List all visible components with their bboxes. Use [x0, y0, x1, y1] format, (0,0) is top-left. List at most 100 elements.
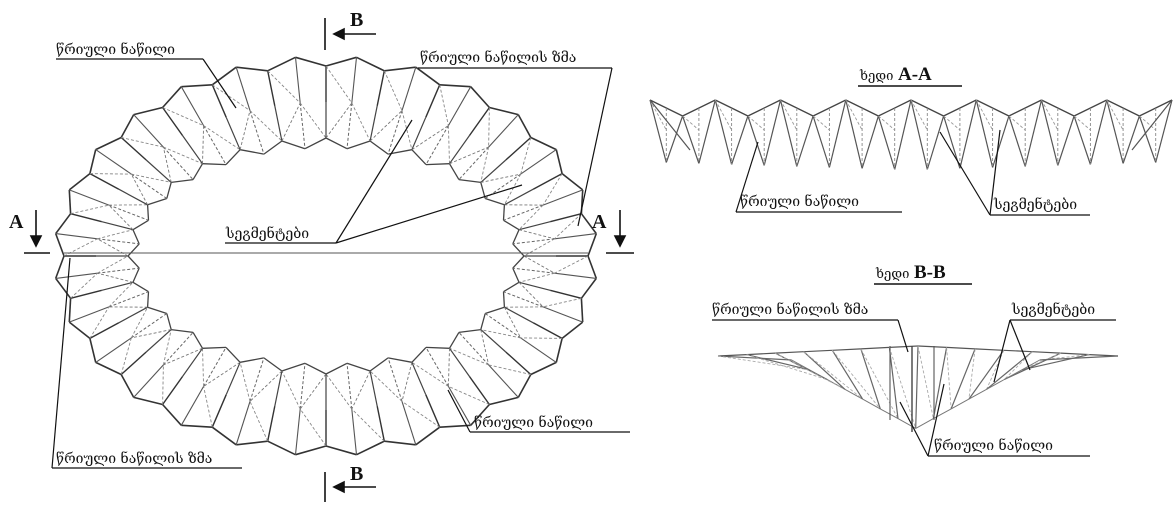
aa-hidden-diagonal [1008, 115, 1026, 131]
ring-hidden-brace [131, 173, 168, 199]
ring-outer-strut [295, 56, 327, 67]
ring-hidden-diagonal [203, 386, 213, 428]
ring-inner-strut [239, 149, 265, 155]
aa-web-member [747, 115, 765, 166]
ring-hidden-diagonal [163, 347, 203, 366]
aa-hidden-diagonal [1041, 99, 1059, 131]
ring-inner-strut [425, 163, 450, 166]
ring-outer-strut [580, 213, 597, 235]
ring-hidden-diagonal [411, 361, 449, 387]
ring-hidden-brace [299, 102, 306, 149]
label-segments-bb: სეგმენტები [1011, 300, 1095, 318]
ring-hidden-diagonal [401, 110, 413, 150]
ring-inner-strut [166, 313, 172, 330]
ring-outer-strut [120, 374, 135, 398]
ring-inner-strut [146, 291, 150, 308]
ring-hidden-brace [346, 102, 353, 149]
ring-hidden-diagonal [449, 146, 489, 165]
aa-web-member [1040, 99, 1059, 166]
bb-bottom-chord [915, 418, 934, 429]
ring-radial-member [225, 362, 241, 395]
ring-outer-strut [55, 213, 72, 235]
ring-outer-strut [356, 440, 385, 456]
ring-inner-strut [192, 163, 204, 180]
ring-inner-strut [369, 357, 389, 372]
ring-hidden-brace [108, 204, 149, 221]
ring-inner-strut [202, 346, 227, 349]
ring-inner-strut [127, 243, 140, 257]
ring-hidden-brace [458, 332, 489, 366]
ring-radial-member [101, 221, 134, 231]
aa-web-member [714, 99, 733, 165]
bb-rib [915, 345, 919, 429]
bb-rib [831, 349, 864, 400]
ring-outer-strut [580, 277, 597, 299]
ring-inner-strut [304, 362, 327, 375]
ring-hidden-diagonal [504, 306, 522, 339]
ring-brace [351, 408, 358, 455]
bb-hidden-diagonal [946, 347, 952, 409]
aa-hidden-diagonal [975, 99, 993, 131]
ring-inner-strut [171, 328, 194, 334]
ring-hidden-diagonal [518, 229, 555, 240]
ring-hidden-diagonal [401, 401, 440, 428]
ring-hidden-diagonal [202, 348, 205, 387]
bb-bottom-chord [968, 388, 987, 400]
ring-inner-strut [369, 140, 389, 155]
bb-top-chord [775, 351, 804, 354]
aa-web-member [1155, 99, 1173, 163]
ring-hidden-diagonal [162, 329, 172, 365]
bb-top-chord [803, 349, 833, 353]
ring-hidden-brace [203, 125, 227, 165]
ring-hidden-diagonal [70, 272, 98, 299]
ring-hidden-diagonal [325, 65, 353, 104]
ring-radial-member [504, 188, 534, 206]
aa-hidden-diagonal [714, 99, 732, 131]
ring-hidden-diagonal [202, 125, 205, 164]
ring-outer-strut [54, 255, 65, 279]
ring-hidden-diagonal [520, 137, 532, 175]
ring-outer-strut [162, 403, 182, 426]
ring-radial-member [449, 347, 470, 377]
ring-outer-strut [68, 298, 72, 323]
ring-hidden-diagonal [281, 370, 301, 410]
ring-inner-strut [512, 267, 520, 283]
ring-inner-strut [480, 182, 486, 199]
aa-web-member [1089, 99, 1108, 165]
ring-hidden-diagonal [121, 137, 164, 148]
aa-web-member [828, 99, 847, 168]
ring-hidden-diagonal [401, 362, 413, 402]
ring-hidden-brace [458, 146, 489, 180]
ring-hidden-brace [97, 267, 140, 274]
ring-radial-member [274, 105, 283, 142]
ring-hidden-diagonal [543, 297, 582, 308]
ring-radial-member [267, 405, 276, 442]
ring-hidden-diagonal [249, 401, 269, 442]
bb-hidden-diagonal [831, 350, 881, 410]
view-aa-leaders [735, 129, 1090, 216]
ring-inner-strut [480, 313, 486, 330]
view-bb-leaders [712, 319, 1116, 457]
ring-hidden-diagonal [439, 84, 449, 126]
ring-outer-strut [133, 106, 163, 116]
ring-outer-strut [325, 56, 357, 67]
view-bb-title: ხედი B-B [874, 262, 972, 285]
bb-rib [932, 347, 948, 419]
aa-end-member [1131, 99, 1173, 151]
ring-outer-strut [415, 66, 441, 86]
ring-radial-member [550, 213, 582, 223]
ring-outer-strut [561, 321, 584, 340]
ring-hidden-diagonal [383, 70, 403, 111]
ring-brace [401, 67, 417, 111]
bb-hidden-diagonal [717, 355, 810, 371]
ring-outer-strut [517, 374, 532, 398]
ring-brace [95, 149, 132, 175]
ring-inner-strut [263, 357, 283, 372]
ring-hidden-diagonal [351, 370, 371, 410]
ring-brace [554, 272, 597, 279]
ring-hidden-diagonal [212, 84, 251, 111]
ring-outer-strut [489, 106, 519, 116]
ring-brace [351, 57, 358, 104]
ring-hidden-brace [503, 291, 544, 308]
ring-hidden-diagonal [70, 204, 109, 215]
